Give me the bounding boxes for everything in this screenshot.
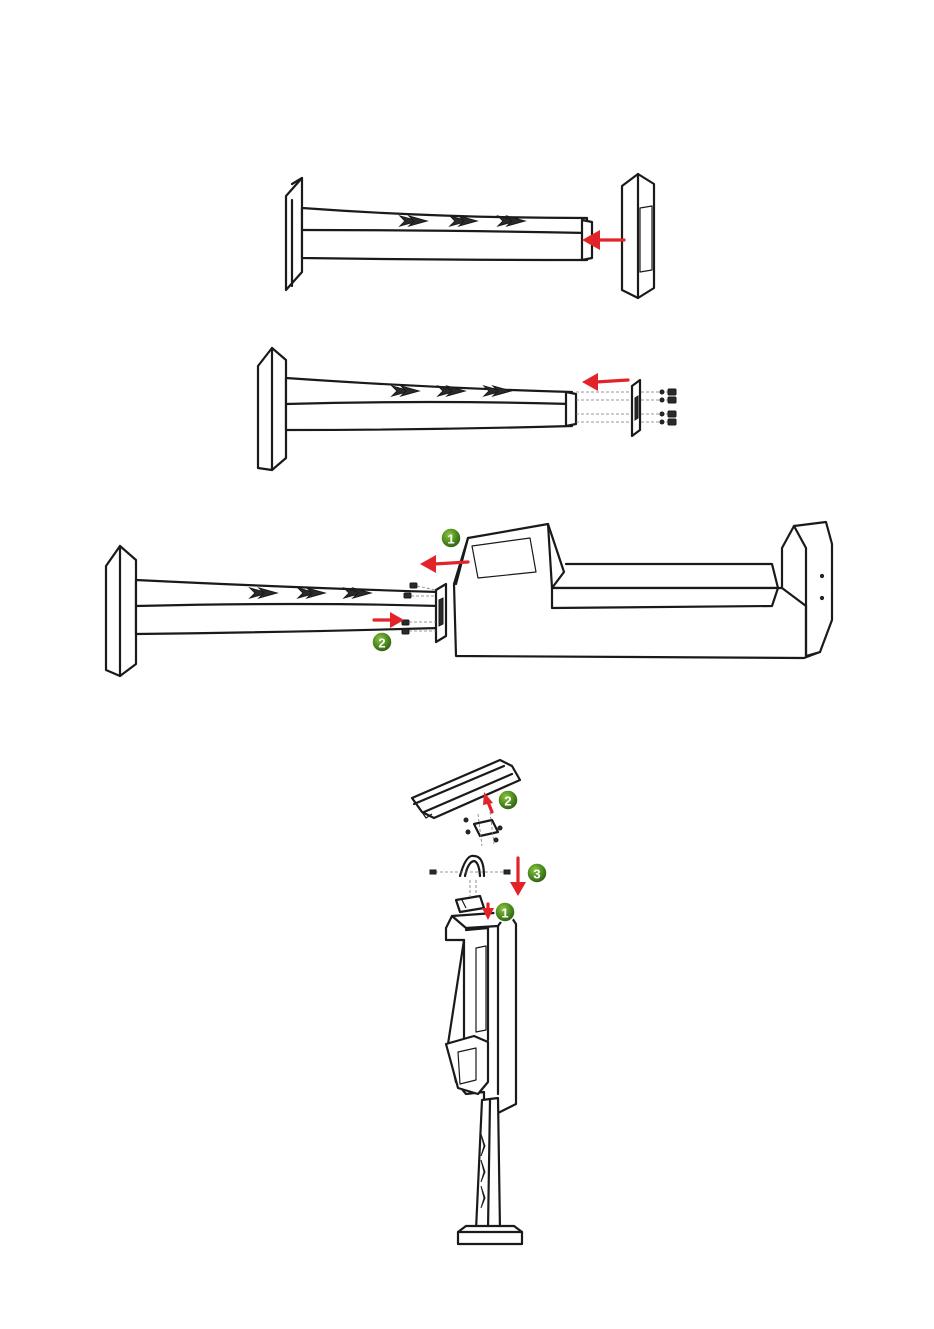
badge-number: 1 xyxy=(501,906,508,921)
end-plate xyxy=(106,546,136,676)
top-mount-base xyxy=(456,896,484,912)
flange-plate xyxy=(436,584,446,642)
u-mount-bracket xyxy=(430,856,510,896)
badge-number: 2 xyxy=(378,636,385,651)
pole-foot xyxy=(458,1226,522,1244)
step-4-mount-camera-on-post: 2 3 1 xyxy=(412,760,547,1244)
screws xyxy=(660,389,676,425)
end-plate xyxy=(258,348,286,470)
step-badge-1: 1 xyxy=(495,902,515,922)
step-2-attach-flange xyxy=(258,348,676,470)
pole xyxy=(286,378,576,430)
step-badge-2: 2 xyxy=(372,632,392,652)
dashed-guide-lines xyxy=(576,392,668,422)
scanner-housing xyxy=(446,1036,488,1094)
step-1-insert-pole-into-end-plate xyxy=(286,174,654,298)
step-3-connect-to-console: 1 2 xyxy=(106,522,832,676)
bracket-plate xyxy=(464,812,502,846)
flange-plate xyxy=(632,380,640,436)
badge-number: 3 xyxy=(533,867,540,882)
step-badge-2: 2 xyxy=(498,790,518,810)
end-plate xyxy=(622,174,654,298)
base-plate xyxy=(286,178,302,290)
arrow-step-3-red xyxy=(510,858,526,896)
pole xyxy=(302,208,592,260)
attach-arrow-red xyxy=(582,373,628,391)
pole xyxy=(136,580,440,634)
lower-pole xyxy=(476,1098,500,1230)
badge-number: 2 xyxy=(504,794,511,809)
console-body xyxy=(454,522,832,658)
badge-number: 1 xyxy=(447,532,454,547)
step-badge-3: 3 xyxy=(527,863,547,883)
step-badge-1: 1 xyxy=(441,528,461,548)
